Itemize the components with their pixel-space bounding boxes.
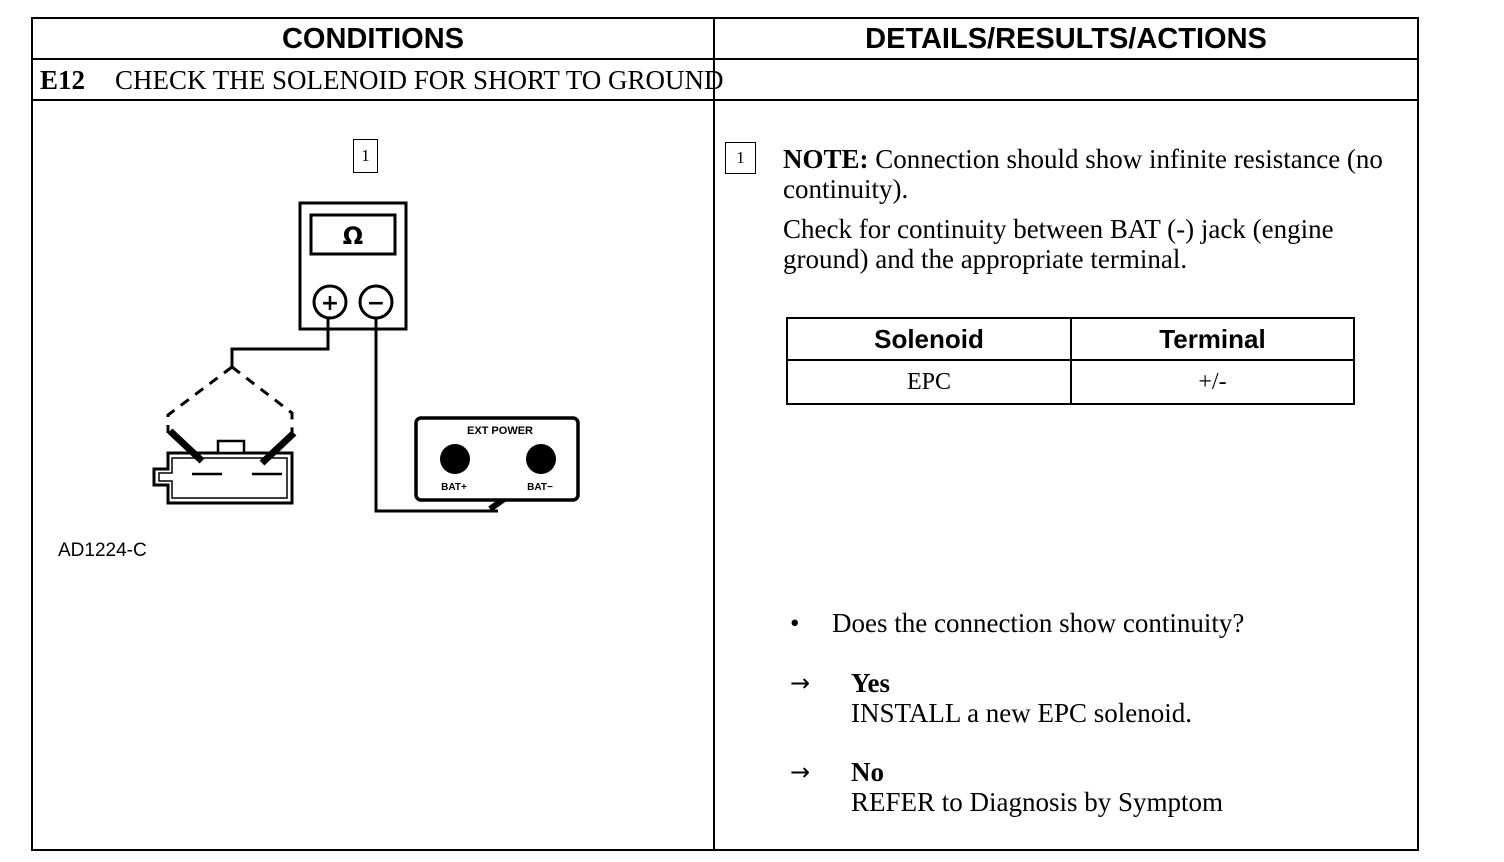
table-row: EPC +/- bbox=[786, 359, 1355, 405]
arrow-icon: → bbox=[790, 758, 811, 786]
table-header-row: Solenoid Terminal bbox=[786, 317, 1355, 361]
step-title: CHECK THE SOLENOID FOR SHORT TO GROUND bbox=[115, 65, 724, 95]
solenoid-terminal-table: Solenoid Terminal EPC +/- bbox=[786, 317, 1355, 405]
answer-yes-action: INSTALL a new EPC solenoid. bbox=[851, 698, 1193, 728]
details-header: DETAILS/RESULTS/ACTIONS bbox=[865, 23, 1267, 55]
answer-no-label: No bbox=[851, 757, 884, 787]
header-divider bbox=[31, 58, 1419, 60]
lead-probe-path-left bbox=[166, 365, 233, 433]
step-id: E12 bbox=[40, 65, 86, 95]
bat-minus-jack bbox=[526, 444, 556, 474]
conditions-header: CONDITIONS bbox=[281, 23, 465, 55]
positive-lead bbox=[230, 318, 330, 367]
column-divider bbox=[713, 17, 715, 851]
step-divider bbox=[31, 99, 1419, 101]
minus-symbol: − bbox=[367, 291, 385, 316]
table-cell-solenoid: EPC bbox=[786, 359, 1072, 405]
bat-minus-label: BAT− bbox=[527, 482, 553, 493]
answer-no-action: REFER to Diagnosis by Symptom bbox=[851, 787, 1224, 817]
bat-plus-label: BAT+ bbox=[441, 482, 467, 493]
step-title-row: E12 CHECK THE SOLENOID FOR SHORT TO GROUN… bbox=[40, 61, 723, 99]
negative-lead bbox=[374, 318, 498, 513]
probe-right bbox=[259, 430, 297, 466]
plus-jack bbox=[312, 284, 348, 320]
bat-plus-jack bbox=[440, 444, 470, 474]
ohmmeter-display bbox=[309, 213, 397, 256]
lead-probe-path-right bbox=[231, 365, 294, 433]
connector-latch bbox=[216, 439, 246, 455]
ohm-symbol: Ω bbox=[343, 222, 363, 250]
table-header-terminal: Terminal bbox=[1070, 317, 1355, 361]
note-text: Connection should show infinite resistan… bbox=[783, 144, 1383, 204]
table-cell-terminal: +/- bbox=[1070, 359, 1355, 405]
ext-power-label: EXT POWER bbox=[467, 425, 533, 437]
question-text: Does the connection show continuity? bbox=[832, 608, 1245, 638]
note: NOTE: Connection should show infinite re… bbox=[783, 144, 1413, 204]
figure-step-marker: 1 bbox=[353, 139, 378, 173]
details-step-marker: 1 bbox=[725, 142, 756, 174]
question-bullet: • bbox=[790, 608, 800, 638]
procedure-table bbox=[31, 17, 1419, 851]
table-header-solenoid: Solenoid bbox=[786, 317, 1072, 361]
probe-left bbox=[167, 428, 205, 464]
note-label: NOTE: bbox=[783, 144, 869, 174]
answer-yes-label: Yes bbox=[851, 668, 890, 698]
ohmmeter-test-diagram: Ω + − EXT POWER BAT+ BAT− bbox=[152, 201, 580, 513]
figure-code: AD1224-C bbox=[58, 540, 147, 561]
ext-power-box bbox=[414, 416, 580, 502]
plus-symbol: + bbox=[321, 291, 339, 316]
instruction-text: Check for continuity between BAT (-) jac… bbox=[783, 214, 1334, 274]
arrow-icon: → bbox=[790, 669, 811, 697]
solenoid-connector bbox=[152, 451, 294, 505]
question: • Does the connection show continuity? bbox=[790, 606, 1244, 640]
